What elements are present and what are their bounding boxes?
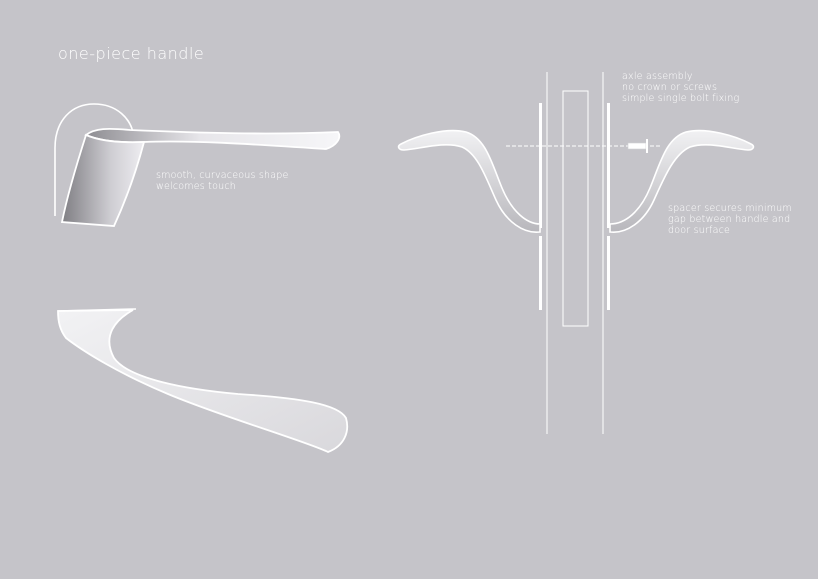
side-view-top-line	[57, 308, 137, 312]
annotation-axle: axle assembly no crown or screws simple …	[622, 71, 740, 104]
perspective-view	[54, 103, 341, 227]
spacer-left-lower	[539, 236, 542, 310]
rose-plate	[54, 103, 135, 216]
spacer-right-upper	[607, 103, 610, 228]
side-view	[57, 308, 349, 453]
door-core	[562, 90, 589, 327]
sheet-title: one-piece handle	[58, 44, 205, 63]
annotation-spacer: spacer secures minimum gap between handl…	[668, 203, 792, 236]
lever-stem	[60, 133, 146, 227]
annotation-shape: smooth, curvaceous shape welcomes touch	[156, 170, 289, 192]
spacer-left-upper	[539, 103, 542, 228]
axle-bolt	[627, 142, 647, 150]
handle-section-left	[397, 129, 541, 233]
spacer-right-lower	[607, 236, 610, 310]
lever-side-profile	[57, 309, 349, 453]
cross-section-view	[397, 72, 755, 434]
handle-section-right	[609, 129, 755, 233]
